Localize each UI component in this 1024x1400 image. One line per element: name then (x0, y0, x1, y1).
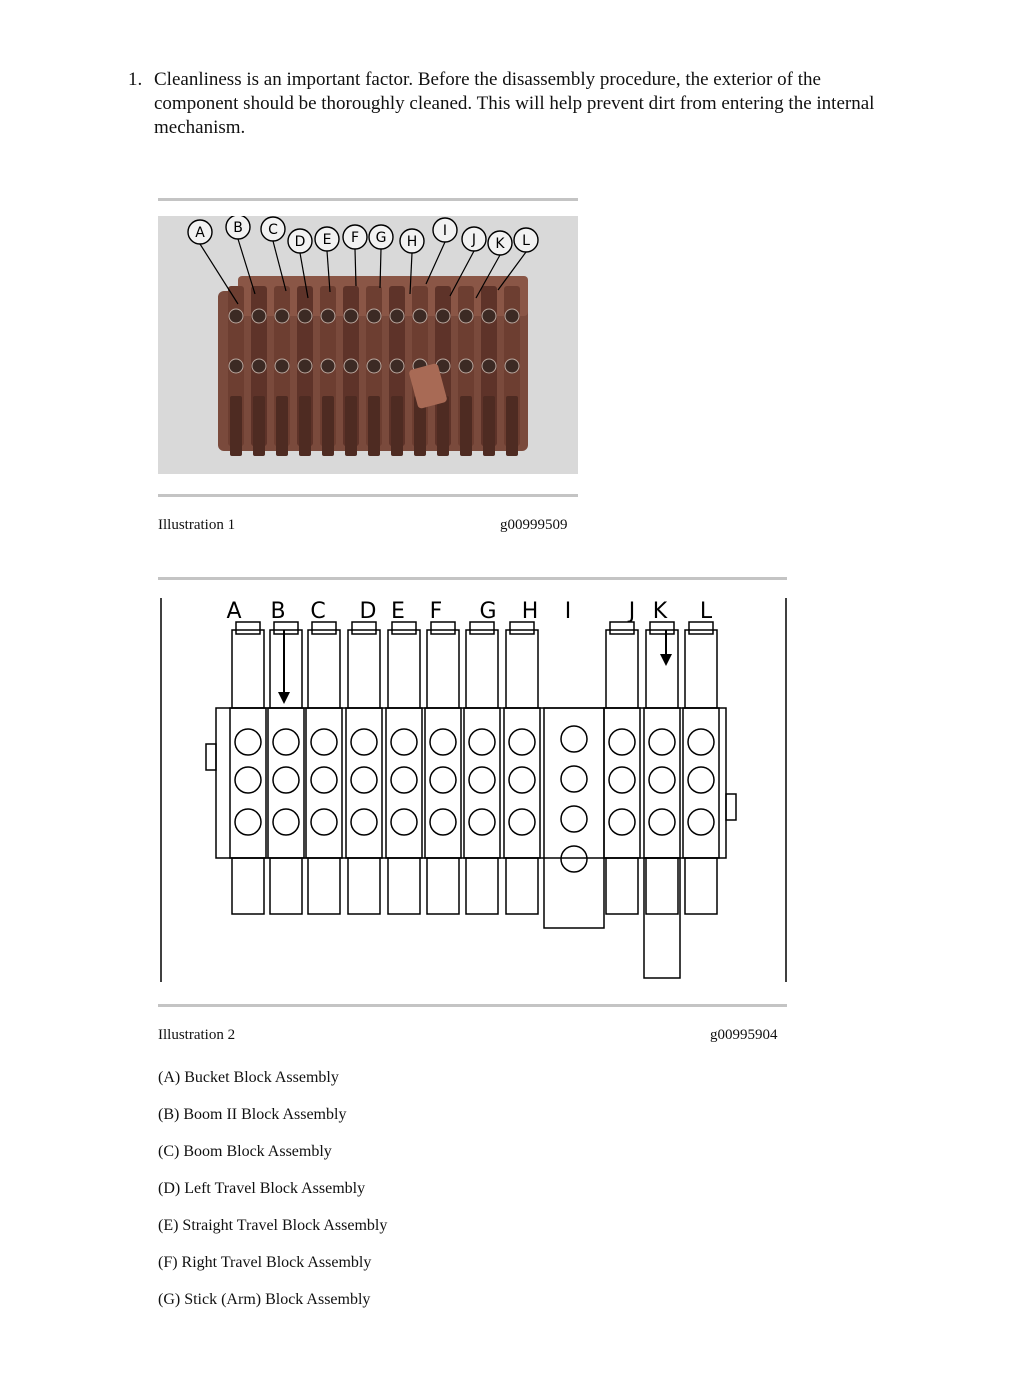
legend-item-e: (E) Straight Travel Block Assembly (158, 1217, 388, 1234)
drawing-label-l: L (700, 599, 713, 624)
legend-item-g: (G) Stick (Arm) Block Assembly (158, 1291, 371, 1308)
drawing-label-j: J (627, 599, 636, 624)
callout-label-g: G (376, 230, 387, 246)
legend-item-d: (D) Left Travel Block Assembly (158, 1180, 366, 1197)
callout-label-j: J (471, 232, 476, 248)
illustration-2-caption: Illustration 2 (158, 1027, 236, 1043)
callout-circle-k (487, 230, 513, 256)
callout-circle-h (399, 228, 425, 254)
callout-circle-e (314, 226, 340, 252)
illustration-1-id: g00999509 (500, 517, 568, 533)
callout-leader-f (354, 248, 357, 287)
illustration-2-top-rule (158, 577, 787, 580)
drawing-arrowhead-b (278, 692, 290, 704)
callout-leader-a (199, 243, 239, 305)
legend-item-c: (C) Boom Block Assembly (158, 1143, 332, 1160)
callout-leader-l (497, 251, 527, 291)
callout-leader-i (425, 241, 446, 285)
callout-label-a: A (195, 225, 205, 241)
drawing-label-g: G (479, 599, 496, 624)
drawing-label-c: C (310, 599, 325, 624)
drawing-label-d: D (360, 599, 377, 624)
callout-label-d: D (295, 234, 306, 250)
callout-circle-i (432, 217, 458, 243)
step-text: Cleanliness is an important factor. Befo… (154, 69, 875, 138)
callout-circle-l (513, 227, 539, 253)
legend-item-b: (B) Boom II Block Assembly (158, 1106, 347, 1123)
illustration-1-bottom-rule (158, 494, 578, 497)
drawing-label-e: E (391, 599, 405, 624)
illustration-1-top-rule (158, 198, 578, 201)
drawing-arrowhead-k (660, 654, 672, 666)
callout-leader-g (379, 248, 382, 289)
callout-label-e: E (323, 232, 332, 248)
callout-leader-e (326, 250, 331, 293)
legend-item-a: (A) Bucket Block Assembly (158, 1069, 339, 1086)
drawing-label-i: I (565, 599, 572, 624)
legend-item-f: (F) Right Travel Block Assembly (158, 1254, 372, 1271)
callout-label-f: F (351, 230, 359, 246)
callout-label-i: I (443, 223, 447, 239)
callout-label-k: K (495, 236, 505, 252)
callout-leader-c (272, 240, 287, 292)
callout-circle-j (461, 226, 487, 252)
callout-leader-h (409, 252, 413, 295)
callout-circle-b (225, 216, 251, 240)
drawing-label-h: H (522, 599, 539, 624)
drawing-label-b: B (270, 599, 285, 624)
callout-label-b: B (233, 220, 243, 236)
callout-leader-b (237, 238, 256, 295)
callout-label-c: C (268, 222, 278, 238)
illustration-2-bottom-rule (158, 1004, 787, 1007)
callout-leader-j (449, 250, 475, 297)
callout-circle-c (260, 216, 286, 242)
callout-circle-d (287, 228, 313, 254)
drawing-label-k: K (653, 599, 668, 624)
callout-leader-d (299, 252, 309, 299)
illustration-1-caption: Illustration 1 (158, 517, 236, 533)
callout-label-l: L (522, 233, 530, 249)
step-number: 1. (128, 69, 143, 90)
callout-circle-a (187, 219, 213, 245)
illustration-2-id: g00995904 (710, 1027, 778, 1043)
illustration-1-photo: A B C D E F G H I J K L (158, 216, 578, 474)
drawing-label-f: F (430, 599, 443, 624)
callout-leader-k (475, 254, 501, 299)
drawing-label-a: A (226, 599, 241, 624)
callout-label-h: H (407, 234, 418, 250)
callout-circle-g (368, 224, 394, 250)
callout-circle-f (342, 224, 368, 250)
